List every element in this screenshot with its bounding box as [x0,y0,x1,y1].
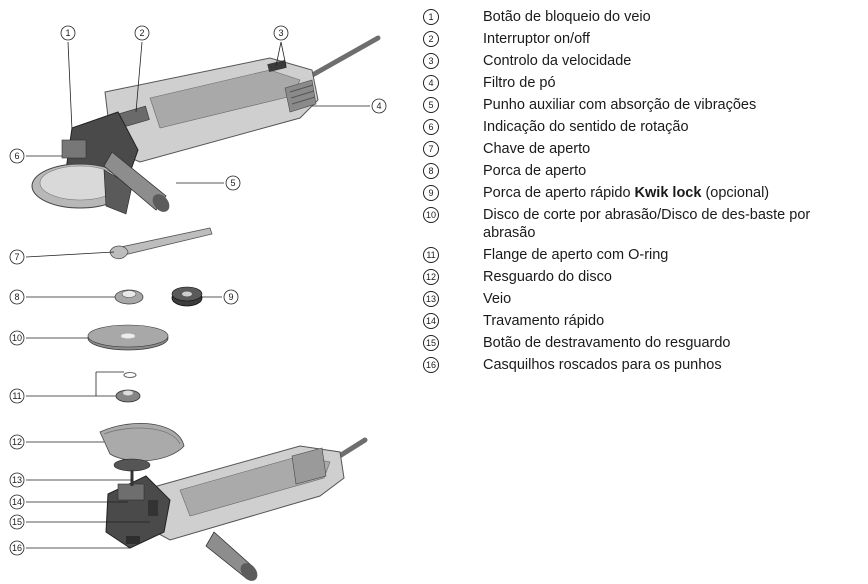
callout-10: 10 [9,330,25,346]
legend-label: Filtro de pó [483,75,556,91]
legend-number: 8 [423,163,439,179]
callout-8: 8 [9,289,25,305]
legend-item: 8 Porca de aperto [423,162,868,180]
svg-text:7: 7 [14,252,19,262]
legend-label: Resguardo do disco [483,269,612,285]
legend-number: 13 [423,291,439,307]
legend-number: 14 [423,313,439,329]
svg-text:8: 8 [14,292,19,302]
disc-guard-illustration [99,423,185,472]
svg-text:4: 4 [376,101,381,111]
callout-11: 11 [9,388,25,404]
legend-label: Chave de aperto [483,141,591,157]
spanner-illustration [109,227,213,260]
legend-label: Indicação do sentido de rotação [483,119,689,135]
legend-label: Punho auxiliar com absorção de vibrações [483,97,757,113]
callout-13: 13 [9,472,25,488]
callout-15: 15 [9,514,25,530]
legend-label: Travamento rápido [483,313,605,329]
exploded-view-diagram: 1 2 3 4 5 6 7 8 9 10 11 12 [9,25,387,581]
callout-2: 2 [134,25,150,41]
legend-item: 14 Travamento rápido [423,312,868,330]
svg-text:12: 12 [12,437,22,447]
legend-label: Botão de destravamento do resguardo [483,335,731,351]
svg-text:16: 16 [12,543,22,553]
callout-12: 12 [9,434,25,450]
legend-item: 2 Interruptor on/off [423,30,868,48]
svg-text:3: 3 [278,28,283,38]
legend-label: Disco de corte por abrasão/Disco de des-… [483,207,811,241]
legend-label-bold: Kwik lock [634,185,702,201]
legend-number: 7 [423,141,439,157]
callout-5: 5 [225,175,241,191]
legend-label: Veio [483,291,512,307]
legend-label: Flange de aperto com O-ring [483,247,669,263]
svg-text:15: 15 [12,517,22,527]
legend-item: 9 Porca de aperto rápido Kwik lock (opci… [423,184,868,202]
legend-label: Porca de aperto rápido Kwik lock (opcion… [483,184,769,202]
legend-number: 2 [423,31,439,47]
legend-label: Porca de aperto [483,163,587,179]
legend-number: 9 [423,185,439,201]
parts-legend: 1 Botão de bloqueio do veio 2 Interrupto… [423,8,868,378]
legend-number: 11 [423,247,439,263]
leader-lines [25,41,370,549]
legend-number: 3 [423,53,439,69]
legend-number: 15 [423,335,439,351]
flange-with-o-ring-illustration [115,372,141,403]
legend-number: 1 [423,9,439,25]
legend-item: 1 Botão de bloqueio do veio [423,8,868,26]
legend-number: 5 [423,97,439,113]
legend-number: 4 [423,75,439,91]
svg-text:5: 5 [230,178,235,188]
callout-14: 14 [9,494,25,510]
svg-text:6: 6 [14,151,19,161]
legend-number: 6 [423,119,439,135]
legend-item: 12 Resguardo do disco [423,268,868,286]
callout-16: 16 [9,540,25,556]
legend-number: 16 [423,357,439,373]
legend-item: 15 Botão de destravamento do resguardo [423,334,868,352]
callout-4: 4 [371,98,387,114]
svg-text:11: 11 [12,391,21,401]
legend-item: 13 Veio [423,290,868,308]
svg-text:10: 10 [12,333,22,343]
callout-1: 1 [60,25,76,41]
angle-grinder-top-illustration [31,35,381,215]
legend-label: Interruptor on/off [483,31,590,47]
kwik-lock-nut-illustration [171,286,203,307]
legend-item: 11 Flange de aperto com O-ring [423,246,868,264]
svg-text:14: 14 [12,497,22,507]
callout-9: 9 [223,289,239,305]
clamping-nut-illustration [114,289,144,305]
legend-item: 10 Disco de corte por abrasão/Disco de d… [423,206,868,242]
legend-label: Controlo da velocidade [483,53,632,69]
legend-item: 5 Punho auxiliar com absorção de vibraçõ… [423,96,868,114]
svg-text:9: 9 [228,292,233,302]
svg-text:2: 2 [139,28,144,38]
legend-number: 12 [423,269,439,285]
svg-text:13: 13 [12,475,22,485]
legend-label-prefix: Porca de aperto rápido [483,185,635,201]
legend-item: 3 Controlo da velocidade [423,52,868,70]
legend-label: Botão de bloqueio do veio [483,9,651,25]
callout-3: 3 [273,25,289,41]
legend-item: 4 Filtro de pó [423,74,868,92]
legend-item: 7 Chave de aperto [423,140,868,158]
angle-grinder-bottom-illustration [105,437,368,581]
abrasive-disc-illustration [87,324,169,351]
legend-item: 6 Indicação do sentido de rotação [423,118,868,136]
legend-number: 10 [423,207,439,223]
legend-label: Casquilhos roscados para os punhos [483,357,722,373]
svg-text:1: 1 [65,28,70,38]
callout-6: 6 [9,148,25,164]
legend-item: 16 Casquilhos roscados para os punhos [423,356,868,374]
legend-label-suffix: (opcional) [701,185,770,201]
callout-7: 7 [9,249,25,265]
